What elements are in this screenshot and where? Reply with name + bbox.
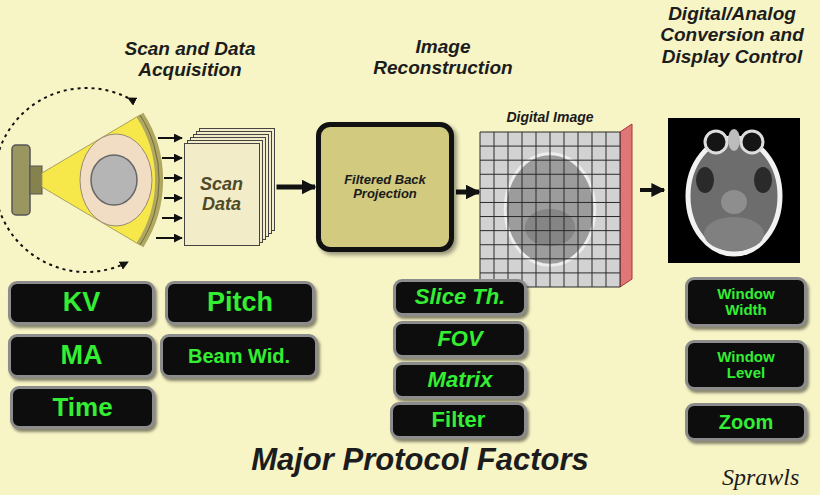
pixel-grid	[480, 132, 620, 287]
author-signature: Sprawls	[722, 464, 816, 491]
grid-line	[508, 132, 509, 287]
grid-line	[480, 272, 620, 273]
image-heading: Digital Image	[480, 110, 620, 125]
stage-heading: Digital/Analog Conversion and Display Co…	[648, 3, 816, 67]
factor-text: Window Level	[706, 349, 786, 382]
grid-line	[480, 160, 620, 161]
detector-edge	[140, 115, 159, 245]
data-sheet	[184, 144, 259, 246]
detector-arc	[140, 115, 159, 245]
factor-text: Scan Data	[191, 175, 253, 215]
factor-text: KV	[63, 288, 101, 318]
factor-text: Slice Th.	[415, 285, 505, 309]
grid-line	[494, 132, 495, 287]
factor-text: Filter	[432, 408, 486, 432]
protocol-factor: Filter	[390, 402, 527, 439]
display-screen	[668, 118, 800, 263]
digital-image-matrix: Digital Image	[480, 132, 620, 287]
grid-line	[550, 132, 551, 287]
factor-text: Zoom	[719, 411, 773, 433]
protocol-factor: Slice Th.	[393, 279, 527, 316]
signal-arrow	[164, 177, 182, 179]
factor-text: MA	[61, 341, 103, 371]
temporal-air	[696, 167, 714, 193]
orbit	[741, 131, 763, 153]
signal-arrow	[162, 157, 182, 159]
signal-arrow	[156, 237, 182, 239]
factor-text: Filtered Back Projection	[330, 173, 440, 202]
factor-text: Matrix	[428, 368, 493, 392]
grid-line	[578, 132, 579, 287]
matrix-ground	[480, 132, 620, 287]
protocol-factor: MA	[8, 334, 155, 378]
grid-line	[480, 258, 620, 259]
patient-body	[80, 134, 152, 226]
process-box: Filtered Back Projection	[316, 122, 454, 252]
protocol-factor: Time	[10, 386, 155, 429]
grid-line	[480, 132, 620, 133]
stage-heading: Scan and Data Acquisition	[100, 38, 280, 81]
grid-line	[480, 244, 620, 245]
flow-arrow	[456, 190, 479, 195]
protocol-factor: FOV	[393, 321, 527, 358]
grid-line	[480, 230, 620, 231]
factor-text: Time	[52, 393, 112, 422]
grid-line	[480, 132, 481, 287]
protocol-factor: Zoom	[685, 403, 807, 441]
grid-line	[480, 202, 620, 203]
factor-text: FOV	[437, 327, 482, 351]
factor-text: Pitch	[207, 288, 273, 318]
factor-text: Window Width	[706, 286, 786, 319]
nasal-bone	[728, 129, 740, 151]
tube-port	[30, 166, 42, 194]
matrix-depth	[620, 124, 632, 287]
grid-line	[522, 132, 523, 287]
scan-data-stack: Scan Data	[184, 128, 275, 246]
grid-line	[480, 146, 620, 147]
protocol-factor: Window Width	[685, 277, 807, 327]
grid-line	[620, 132, 621, 287]
temporal-air	[754, 167, 772, 193]
skull	[688, 138, 780, 254]
tube-housing	[12, 145, 30, 215]
cerebellum	[704, 217, 764, 251]
protocol-factor: Window Level	[685, 340, 807, 390]
brain-stem	[721, 190, 747, 214]
grid-line	[592, 132, 593, 287]
protocol-factor: Matrix	[393, 362, 527, 399]
signal-arrow	[158, 137, 182, 139]
diagram-title: Major Protocol Factors	[130, 443, 710, 478]
signal-arrow	[164, 197, 182, 199]
factor-text: Beam Wid.	[188, 345, 290, 367]
protocol-factor: KV	[8, 281, 155, 325]
grid-line	[480, 174, 620, 175]
grid-line	[606, 132, 607, 287]
grid-line	[536, 132, 537, 287]
display-arrow	[640, 188, 664, 192]
grid-line	[480, 188, 620, 189]
protocol-factor: Pitch	[165, 281, 315, 325]
patient-head	[91, 155, 137, 205]
stage-heading: Image Reconstruction	[358, 36, 528, 79]
grid-line	[480, 216, 620, 217]
grid-line	[564, 132, 565, 287]
orbit	[705, 131, 727, 153]
protocol-factor: Beam Wid.	[160, 334, 318, 378]
x-ray-fan	[42, 115, 159, 245]
signal-arrow	[162, 217, 182, 219]
flow-arrow	[277, 185, 316, 190]
